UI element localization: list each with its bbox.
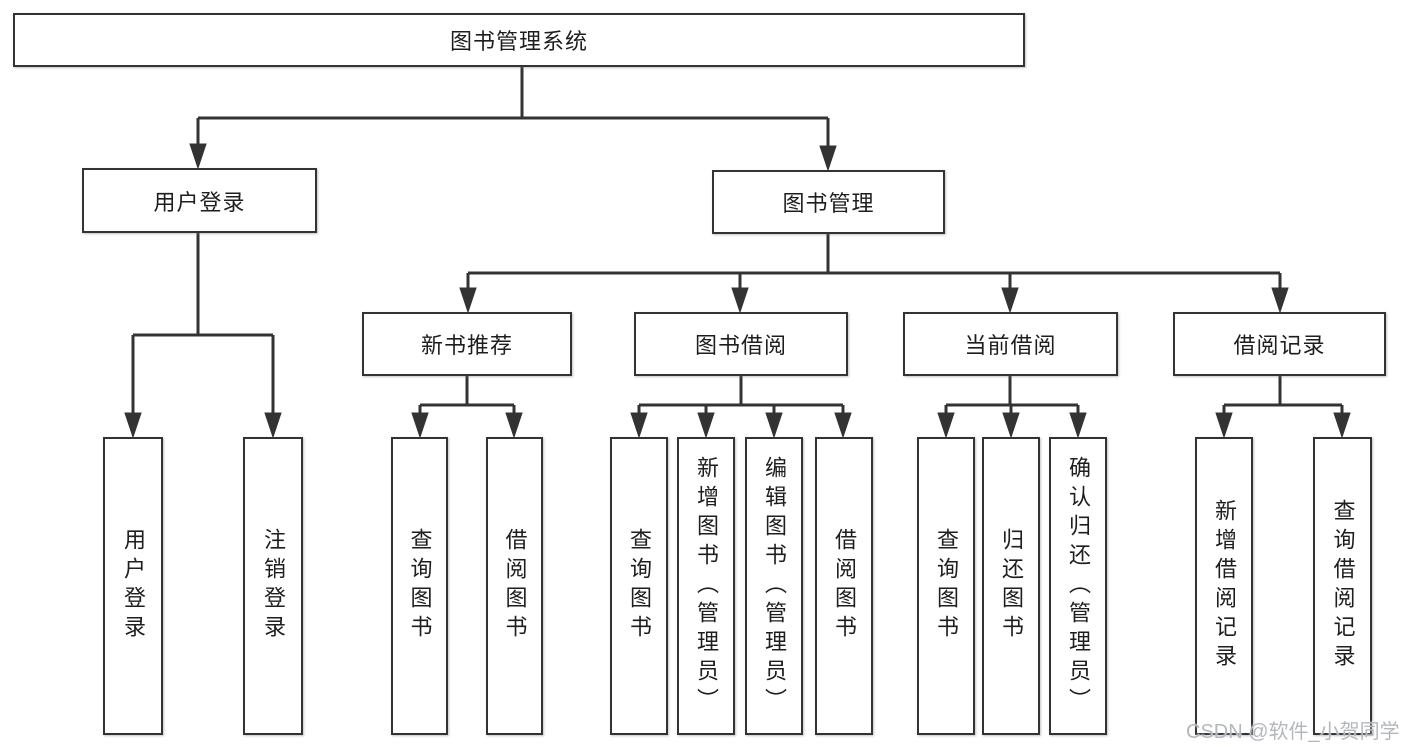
arrow-icon bbox=[505, 412, 523, 439]
arrow-icon bbox=[630, 412, 648, 439]
leaf-query-books-current: 查询图书 bbox=[917, 437, 975, 735]
leaf-borrow-books-recommend: 借阅图书 bbox=[486, 437, 543, 735]
node-root-system: 图书管理系统 bbox=[13, 13, 1025, 67]
connector-book-borrow-children bbox=[637, 376, 845, 415]
arrow-icon bbox=[819, 145, 837, 172]
node-book-management: 图书管理 bbox=[712, 170, 945, 234]
node-current-borrow: 当前借阅 bbox=[903, 312, 1118, 376]
arrow-icon bbox=[459, 287, 477, 314]
node-user-login: 用户登录 bbox=[82, 168, 317, 233]
arrow-icon bbox=[124, 412, 142, 439]
connector-new-book-children bbox=[418, 376, 516, 415]
leaf-add-books-admin: 新增图书（管理员） bbox=[677, 437, 735, 735]
leaf-add-borrow-record: 新增借阅记录 bbox=[1195, 437, 1253, 735]
node-new-book-recommend: 新书推荐 bbox=[362, 312, 572, 376]
arrow-icon bbox=[1271, 287, 1289, 314]
node-borrow-records: 借阅记录 bbox=[1173, 312, 1386, 376]
arrow-icon bbox=[1002, 412, 1020, 439]
arrowheads bbox=[124, 143, 1351, 439]
arrow-icon bbox=[189, 143, 207, 170]
arrow-icon bbox=[731, 287, 749, 314]
arrow-icon bbox=[834, 412, 852, 439]
arrow-icon bbox=[1069, 412, 1087, 439]
arrow-icon bbox=[1001, 287, 1019, 314]
arrow-icon bbox=[1215, 412, 1233, 439]
leaf-query-books-recommend: 查询图书 bbox=[391, 437, 448, 735]
connector-user-login-children bbox=[131, 233, 275, 415]
arrow-icon bbox=[697, 412, 715, 439]
connector-borrow-record-children bbox=[1222, 376, 1344, 415]
leaf-query-borrow-record: 查询借阅记录 bbox=[1313, 437, 1372, 735]
connector-lines bbox=[131, 67, 1344, 415]
arrow-icon bbox=[411, 412, 429, 439]
arrow-icon bbox=[937, 412, 955, 439]
leaf-user-login: 用户登录 bbox=[103, 437, 163, 735]
connector-root-to-level2 bbox=[196, 67, 830, 148]
leaf-confirm-return-admin: 确认归还（管理员） bbox=[1049, 437, 1107, 735]
leaf-return-books: 归还图书 bbox=[982, 437, 1040, 735]
leaf-logout: 注销登录 bbox=[243, 437, 303, 735]
leaf-borrow-books: 借阅图书 bbox=[815, 437, 873, 735]
connector-book-mgmt-to-level3 bbox=[466, 234, 1282, 290]
arrow-icon bbox=[765, 412, 783, 439]
node-book-borrow: 图书借阅 bbox=[634, 312, 848, 376]
leaf-query-books-borrow: 查询图书 bbox=[610, 437, 668, 735]
connector-current-borrow-children bbox=[944, 376, 1080, 415]
watermark: CSDN @软件_小贺同学 bbox=[1186, 721, 1400, 743]
arrow-icon bbox=[1333, 412, 1351, 439]
arrow-icon bbox=[264, 412, 282, 439]
leaf-edit-books-admin: 编辑图书（管理员） bbox=[745, 437, 803, 735]
